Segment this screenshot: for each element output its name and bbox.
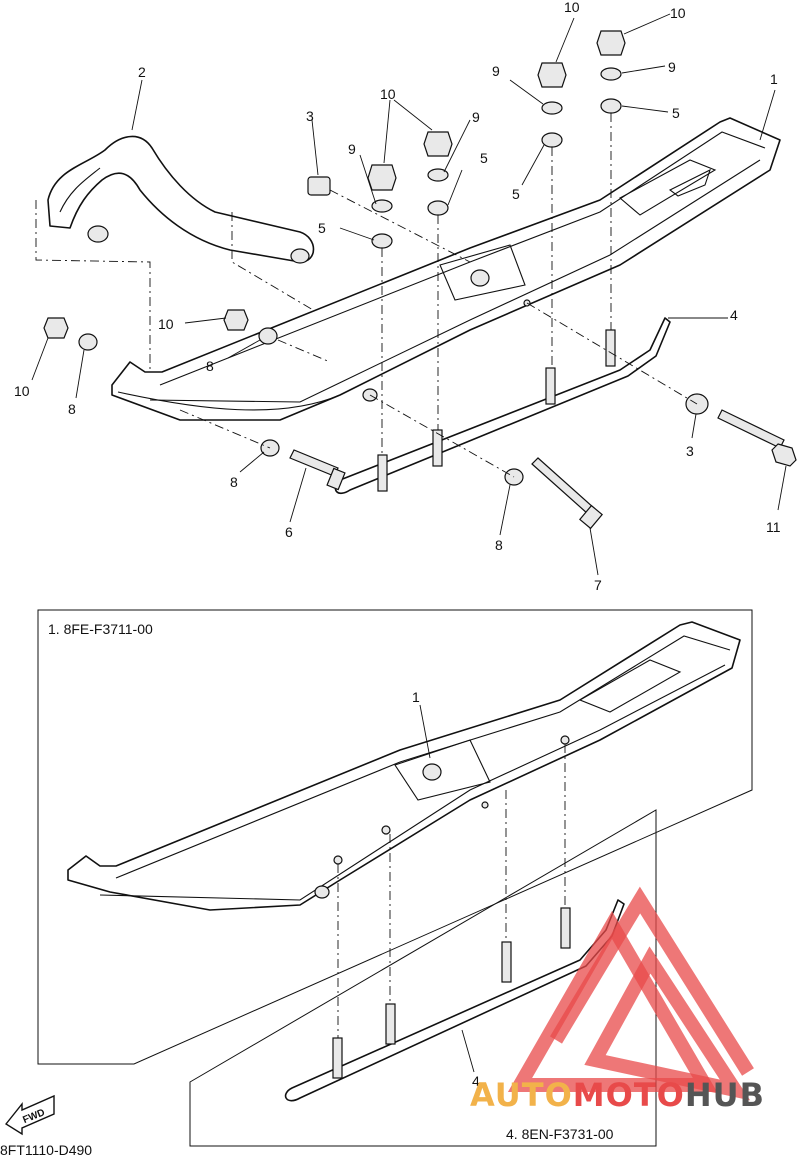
diagram-code: 8FT1110-D490 [0,1142,92,1157]
callout-10: 10 [14,383,30,399]
hardware-stack-rear [537,30,626,368]
callout-1: 1 [770,71,778,87]
callout-5: 5 [480,150,488,166]
callout-10: 10 [564,0,580,15]
leader-lines [31,13,787,576]
callout-11: 11 [766,519,781,535]
callout-3: 3 [306,108,314,124]
hardware-left-side [43,309,331,363]
callout-8: 8 [230,474,238,490]
callout-5: 5 [318,220,326,236]
callout-4-inset: 4 [472,1073,480,1089]
callout-9: 9 [668,59,676,75]
callout-9: 9 [348,141,356,157]
fwd-arrow-icon: FWD [4,1094,55,1136]
watermark-logo [507,886,754,1101]
callout-7: 7 [594,577,602,593]
callout-10: 10 [670,5,686,21]
ski-body-inset [67,621,741,1038]
callout-9: 9 [472,109,480,125]
callout-4: 4 [730,307,738,323]
pivot-bolts [179,302,797,530]
runner-inset [284,899,625,1102]
callout-5: 5 [512,186,520,202]
callout-10: 10 [380,86,396,102]
callout-8: 8 [206,358,214,374]
hardware-stack-front [307,131,471,455]
callout-8: 8 [495,537,503,553]
callout-9: 9 [492,63,500,79]
callout-2: 2 [138,64,146,80]
watermark-text: AUTOMOTOHUB [470,1076,765,1114]
inset-ski-box: 1. 8FE-F3711-00 [37,609,753,1065]
inset-runner-box: 4. 8EN-F3731-00 [189,809,657,1147]
watermark-text-auto: AUTO [470,1076,573,1114]
callout-8: 8 [68,401,76,417]
callout-5: 5 [672,105,680,121]
watermark-text-moto: MOTO [573,1076,685,1114]
callout-6: 6 [285,524,293,540]
callout-10: 10 [158,316,174,332]
inset-runner-caption: 4. 8EN-F3731-00 [506,1126,614,1142]
callout-3: 3 [686,443,694,459]
inset-ski-caption: 1. 8FE-F3711-00 [48,621,153,637]
watermark-text-hub: HUB [685,1076,765,1114]
callout-1-inset: 1 [412,689,420,705]
ski-body-upper [111,117,781,421]
